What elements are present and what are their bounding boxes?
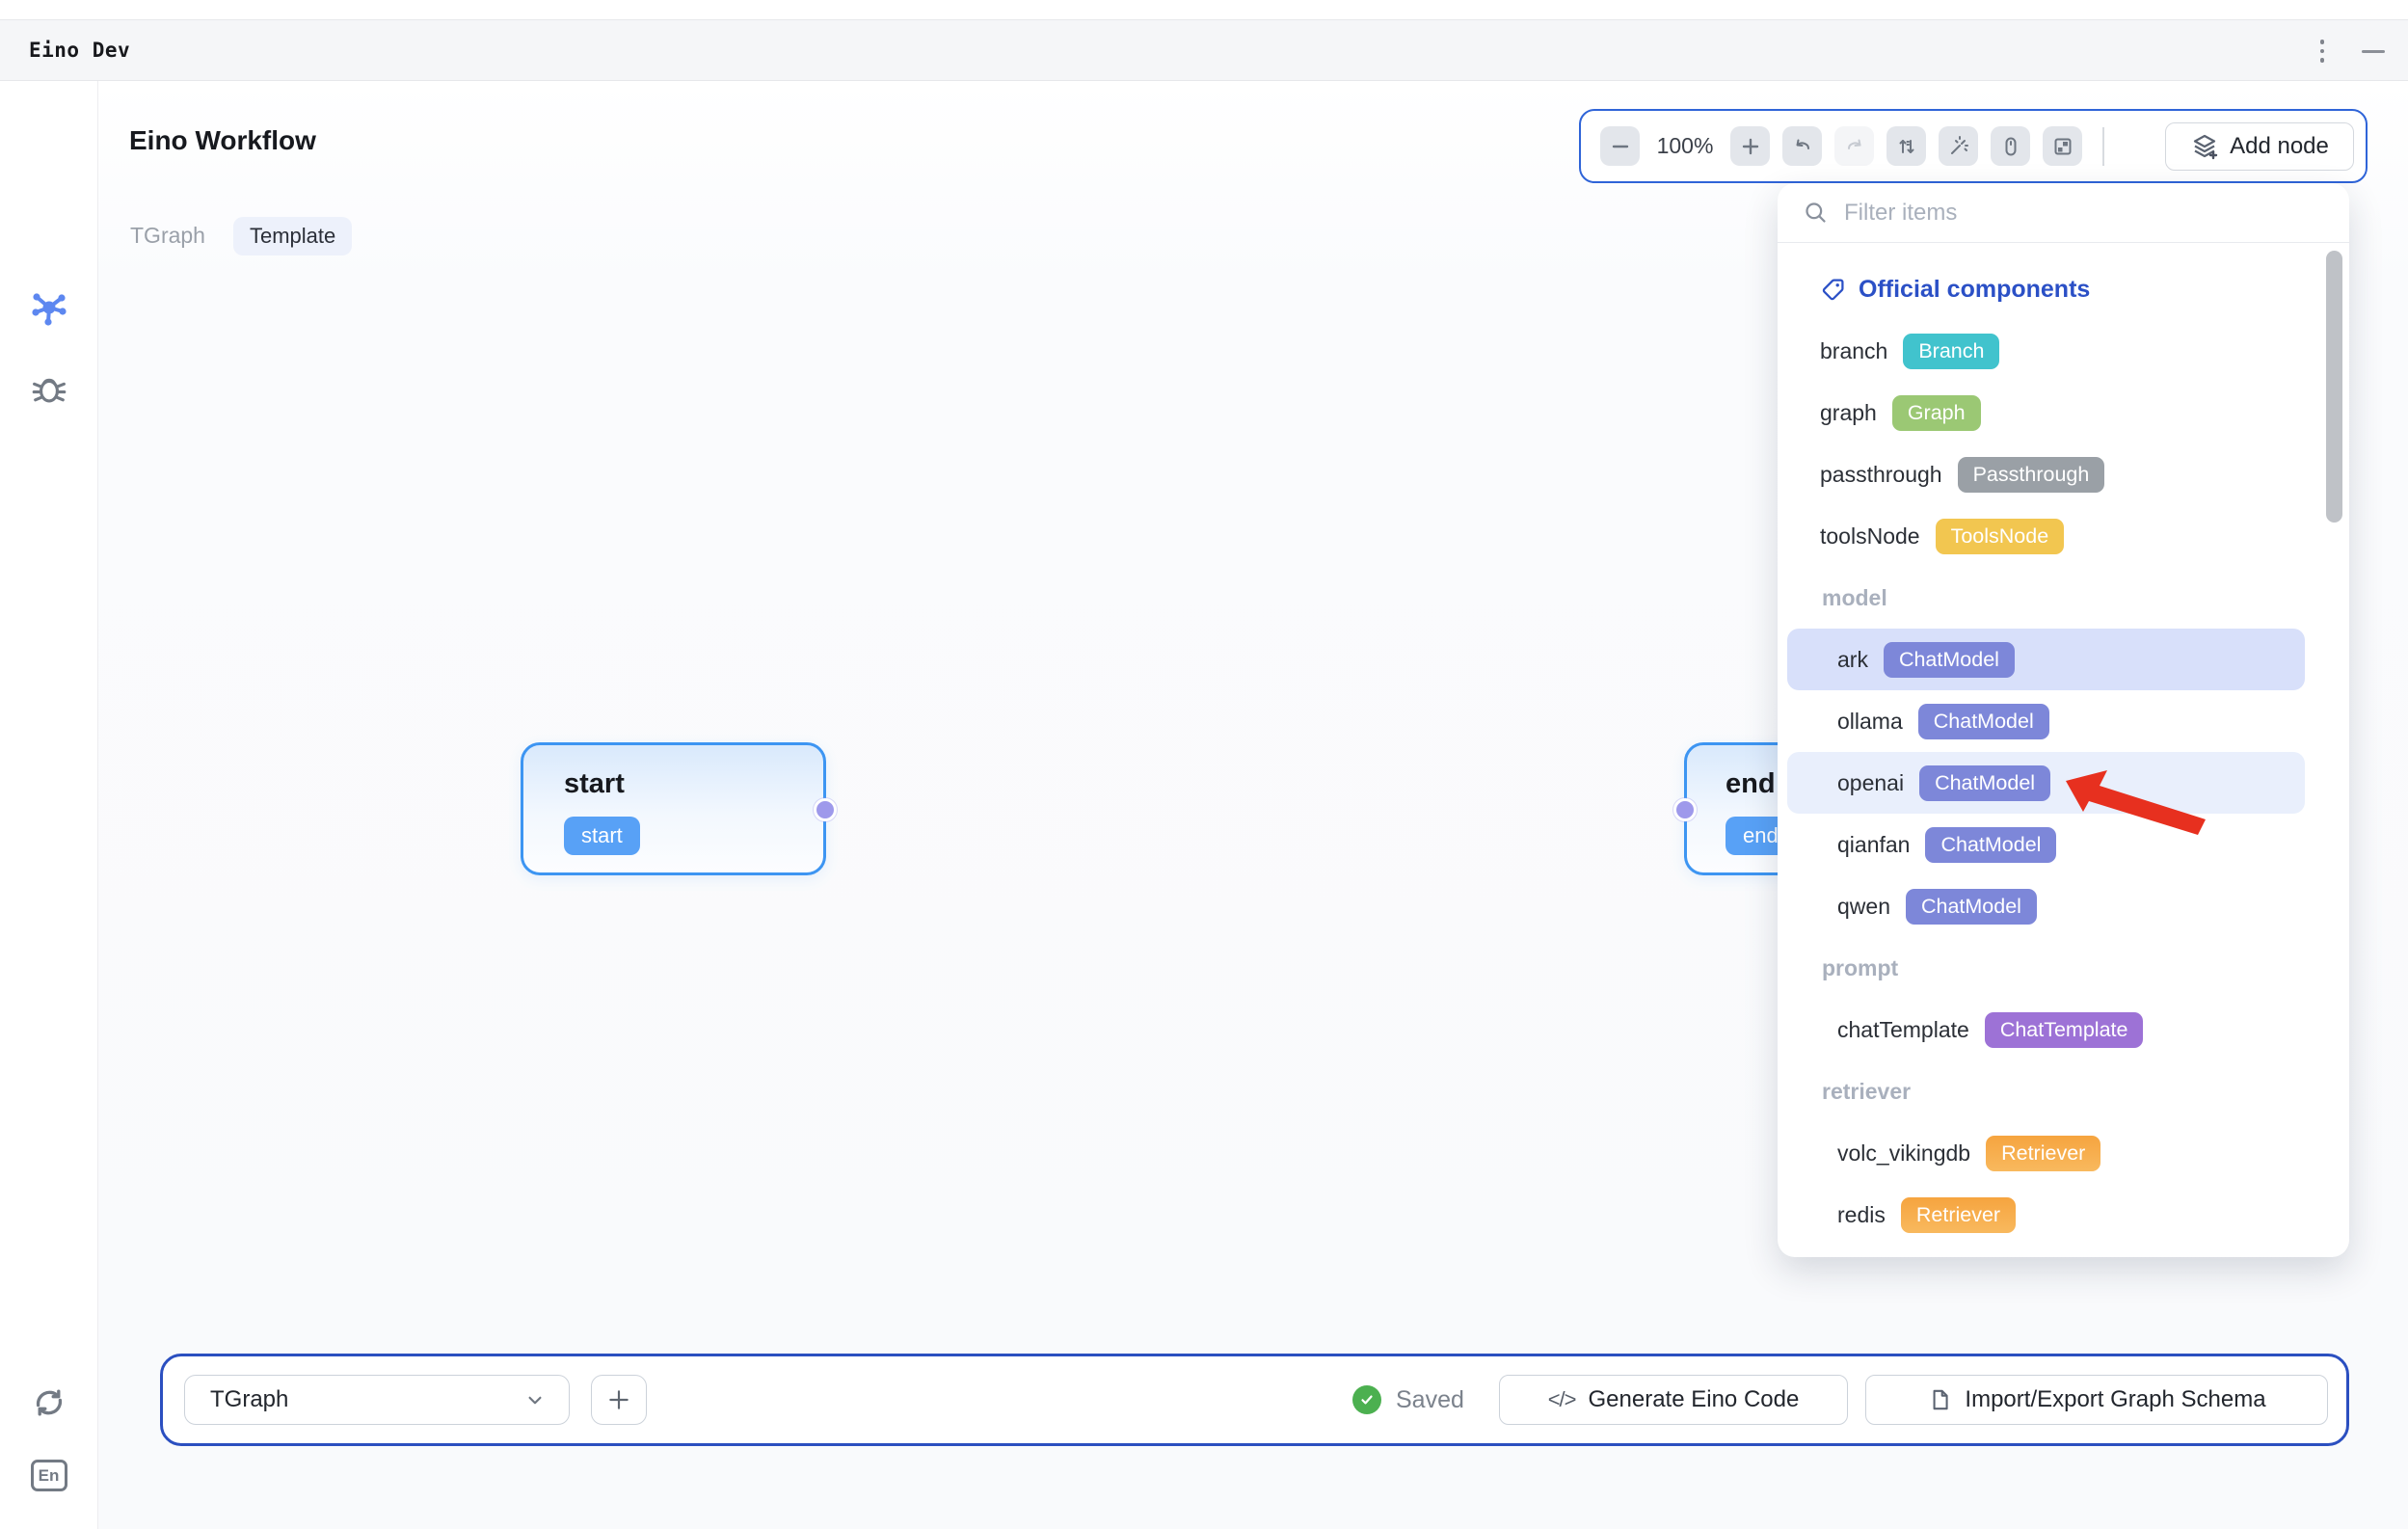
document-icon [1933, 1389, 1949, 1410]
component-item-qwen[interactable]: qwen ChatModel [1787, 875, 2305, 937]
check-circle-icon [1352, 1385, 1381, 1414]
canvas-toolbar: 100% [1579, 109, 2368, 183]
component-type-badge: ChatModel [1883, 641, 2015, 678]
component-item-toolsNode[interactable]: toolsNode ToolsNode [1787, 505, 2305, 567]
start-node-output-port[interactable] [814, 798, 837, 821]
generate-eino-code-label: Generate Eino Code [1588, 1386, 1800, 1412]
component-label: ollama [1837, 708, 1903, 734]
component-label: graph [1820, 399, 1877, 425]
end-node-input-port[interactable] [1673, 798, 1697, 821]
component-type-badge: Retriever [1900, 1196, 2017, 1233]
auto-layout-button[interactable] [1886, 126, 1926, 166]
component-label: branch [1820, 337, 1888, 363]
import-export-schema-button[interactable]: Import/Export Graph Schema [1865, 1375, 2328, 1425]
component-label: toolsNode [1820, 523, 1920, 549]
component-label: chatTemplate [1837, 1016, 1969, 1042]
start-node[interactable]: start start [521, 742, 837, 875]
graph-select[interactable]: TGraph [184, 1375, 570, 1425]
component-type-badge: ChatTemplate [1984, 1011, 2144, 1048]
start-node-badge: start [564, 817, 640, 855]
save-status-label: Saved [1396, 1385, 1464, 1413]
plus-icon [609, 1390, 629, 1409]
import-export-schema-label: Import/Export Graph Schema [1965, 1386, 2266, 1412]
search-icon [1806, 202, 1826, 223]
start-node-title: start [564, 768, 625, 799]
debug-bug-icon[interactable] [28, 366, 70, 409]
kebab-menu-icon[interactable] [2308, 37, 2337, 66]
page-title: Eino Workflow [129, 125, 316, 155]
component-label: volc_vikingdb [1837, 1140, 1971, 1166]
component-list: Official components branch Branch graph … [1778, 258, 2349, 1246]
minimap-button[interactable] [2043, 126, 2082, 166]
filter-items-input[interactable] [1844, 199, 2249, 227]
component-label: qianfan [1837, 831, 1911, 857]
zoom-in-button[interactable] [1730, 126, 1770, 166]
mouse-mode-button[interactable] [1991, 126, 2030, 166]
bottom-action-bar: TGraph Saved </> Generate Eino Code [160, 1354, 2349, 1446]
left-sidebar: En ? [0, 81, 98, 1529]
add-node-button[interactable]: Add node [2165, 121, 2354, 171]
language-label: En [38, 1465, 60, 1485]
undo-button[interactable] [1782, 126, 1822, 166]
component-item-ollama[interactable]: ollama ChatModel [1787, 690, 2305, 752]
language-icon[interactable]: En [30, 1460, 67, 1491]
component-type-badge: Branch [1903, 333, 2000, 369]
component-item-qianfan[interactable]: qianfan ChatModel [1787, 814, 2305, 875]
panel-scrollbar[interactable] [2326, 251, 2342, 523]
component-type-badge: Graph [1891, 394, 1981, 431]
component-item-redis[interactable]: redis Retriever [1787, 1184, 2305, 1246]
component-type-badge: ChatModel [1917, 703, 2049, 739]
toolbar-divider [2102, 126, 2104, 166]
zoom-level: 100% [1656, 133, 1714, 158]
magic-wand-icon[interactable] [1939, 126, 1978, 166]
graph-select-value: TGraph [210, 1386, 289, 1412]
component-type-badge: ToolsNode [1935, 518, 2065, 554]
component-item-graph[interactable]: graph Graph [1787, 382, 2305, 443]
chevron-down-icon [528, 1396, 542, 1405]
workflow-graph-icon[interactable] [27, 285, 71, 330]
official-components-label: Official components [1859, 275, 2091, 303]
sync-refresh-icon[interactable] [29, 1382, 69, 1423]
window-titlebar: Eino Dev [0, 19, 2408, 81]
zoom-out-button[interactable] [1600, 126, 1640, 166]
component-type-badge: ChatModel [1905, 888, 2037, 925]
tag-icon [1822, 278, 1844, 300]
component-type-badge: Retriever [1986, 1135, 2101, 1171]
component-item-branch[interactable]: branch Branch [1787, 320, 2305, 382]
add-graph-button[interactable] [591, 1375, 647, 1425]
component-label: qwen [1837, 893, 1890, 919]
component-label: ark [1837, 646, 1868, 672]
window-title: Eino Dev [29, 39, 131, 62]
section-label-model: model [1822, 584, 1887, 610]
section-label-retriever: retriever [1822, 1078, 1912, 1104]
add-node-label: Add node [2230, 132, 2329, 159]
layers-plus-icon [2194, 134, 2218, 159]
component-label: passthrough [1820, 461, 1942, 487]
component-item-volc-vikingdb[interactable]: volc_vikingdb Retriever [1787, 1122, 2305, 1184]
component-item-passthrough[interactable]: passthrough Passthrough [1787, 443, 2305, 505]
end-node-title: end [1726, 768, 1776, 799]
generate-eino-code-button[interactable]: </> Generate Eino Code [1499, 1375, 1848, 1425]
component-item-ark[interactable]: ark ChatModel [1787, 629, 2305, 690]
code-icon: </> [1547, 1387, 1577, 1411]
annotation-arrow-icon [2066, 770, 2206, 835]
component-type-badge: Passthrough [1957, 456, 2105, 493]
component-label: redis [1837, 1201, 1886, 1227]
component-item-openai[interactable]: openai ChatModel [1787, 752, 2305, 814]
minimize-icon[interactable] [2362, 50, 2385, 53]
component-item-chatTemplate[interactable]: chatTemplate ChatTemplate [1787, 999, 2305, 1060]
component-type-badge: ChatModel [1919, 764, 2051, 801]
component-type-badge: ChatModel [1925, 826, 2057, 863]
add-node-panel: Official components branch Branch graph … [1778, 183, 2349, 1257]
filter-row [1778, 183, 2349, 243]
official-components-header: Official components [1778, 258, 2349, 320]
graph-name-label: TGraph [130, 223, 205, 248]
template-badge[interactable]: Template [233, 217, 353, 255]
component-label: openai [1837, 769, 1905, 795]
redo-button[interactable] [1834, 126, 1874, 166]
save-status: Saved [1352, 1375, 1464, 1425]
section-label-prompt: prompt [1822, 954, 1899, 980]
